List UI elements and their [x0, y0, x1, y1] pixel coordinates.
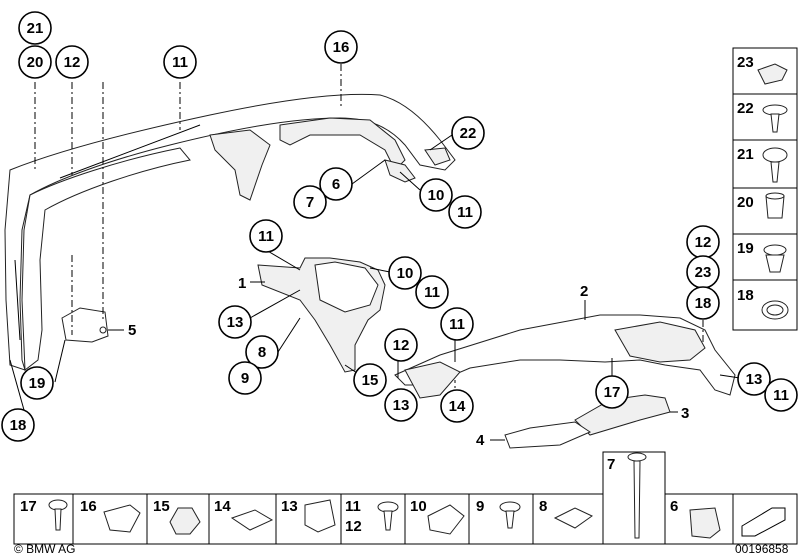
callout-7: 7	[293, 185, 327, 219]
svg-text:12: 12	[345, 518, 362, 535]
svg-text:13: 13	[746, 371, 763, 388]
svg-text:18: 18	[737, 287, 754, 304]
svg-text:22: 22	[460, 125, 477, 142]
svg-text:16: 16	[333, 39, 350, 56]
callout-12: 12	[55, 45, 89, 79]
svg-text:6: 6	[670, 498, 678, 515]
svg-text:15: 15	[153, 498, 170, 515]
callout-10: 10	[419, 178, 453, 212]
footer-doc-number: 00196858	[735, 542, 789, 556]
svg-text:17: 17	[604, 384, 621, 401]
svg-text:16: 16	[80, 498, 97, 515]
svg-text:10: 10	[397, 265, 414, 282]
callout-18: 18	[1, 408, 35, 442]
callout-17: 17	[595, 375, 629, 409]
svg-text:17: 17	[20, 498, 37, 515]
svg-text:11: 11	[449, 316, 465, 333]
air-duct-panel-illustration	[257, 257, 386, 373]
svg-text:11: 11	[258, 228, 274, 245]
callout-22: 22	[451, 116, 485, 150]
svg-text:11: 11	[172, 54, 188, 71]
svg-text:10: 10	[428, 187, 445, 204]
svg-text:11: 11	[457, 204, 473, 221]
label-4: 4	[476, 432, 485, 449]
svg-text:19: 19	[737, 240, 754, 257]
callout-18: 18	[686, 286, 720, 320]
callout-12: 12	[686, 225, 720, 259]
svg-text:9: 9	[476, 498, 484, 515]
callout-11: 11	[249, 219, 283, 253]
lower-guide-illustration	[504, 394, 671, 449]
svg-text:14: 14	[449, 398, 466, 415]
svg-text:11: 11	[424, 284, 440, 301]
callout-20: 20	[18, 45, 52, 79]
callout-23: 23	[686, 255, 720, 289]
svg-text:13: 13	[227, 314, 244, 331]
callout-11: 11	[163, 45, 197, 79]
callout-15: 15	[353, 363, 387, 397]
callout-11: 11	[448, 195, 482, 229]
svg-text:20: 20	[27, 54, 44, 71]
footer-brand: © BMW AG	[14, 542, 76, 556]
svg-text:18: 18	[695, 295, 712, 312]
callout-13: 13	[218, 305, 252, 339]
svg-text:10: 10	[410, 498, 427, 515]
svg-text:9: 9	[241, 370, 249, 387]
svg-text:6: 6	[332, 176, 340, 193]
svg-text:19: 19	[29, 375, 46, 392]
svg-text:12: 12	[64, 54, 81, 71]
bracket-illustration	[61, 307, 109, 343]
bumper-carrier-illustration	[4, 93, 456, 371]
label-5: 5	[128, 322, 136, 339]
label-3: 3	[681, 405, 689, 422]
svg-text:12: 12	[393, 337, 410, 354]
svg-text:22: 22	[737, 100, 754, 117]
svg-text:23: 23	[695, 264, 712, 281]
right-parts-column: 23 22 21 20 19 18	[732, 47, 798, 331]
callout-10: 10	[388, 256, 422, 290]
svg-text:21: 21	[737, 146, 754, 163]
label-2: 2	[580, 283, 588, 300]
bottom-parts-row: 17 16 15 14 13 11 12 10 9 8 7	[13, 451, 798, 545]
callout-12: 12	[384, 328, 418, 362]
callout-9: 9	[228, 361, 262, 395]
front-carrier-illustration	[394, 314, 736, 399]
svg-text:8: 8	[539, 498, 547, 515]
callout-13: 13	[737, 362, 771, 396]
callout-11: 11	[764, 378, 798, 412]
callout-8: 8	[245, 335, 279, 369]
svg-text:21: 21	[27, 20, 44, 37]
callout-11: 11	[440, 307, 474, 341]
callout-13: 13	[384, 388, 418, 422]
callout-11: 11	[415, 275, 449, 309]
svg-text:13: 13	[281, 498, 298, 515]
svg-text:8: 8	[258, 344, 266, 361]
svg-text:12: 12	[695, 234, 712, 251]
callout-14: 14	[440, 389, 474, 423]
svg-text:13: 13	[393, 397, 410, 414]
svg-text:11: 11	[773, 387, 789, 404]
callout-19: 19	[20, 366, 54, 400]
svg-text:23: 23	[737, 54, 754, 71]
svg-text:7: 7	[306, 194, 314, 211]
callout-16: 16	[324, 30, 358, 64]
callout-21: 21	[18, 11, 52, 45]
svg-text:20: 20	[737, 194, 754, 211]
svg-text:11: 11	[345, 498, 361, 515]
svg-text:15: 15	[362, 372, 379, 389]
svg-text:7: 7	[607, 456, 615, 473]
label-1: 1	[238, 275, 246, 292]
svg-text:18: 18	[10, 417, 27, 434]
callout-6: 6	[319, 167, 353, 201]
svg-text:14: 14	[214, 498, 231, 515]
